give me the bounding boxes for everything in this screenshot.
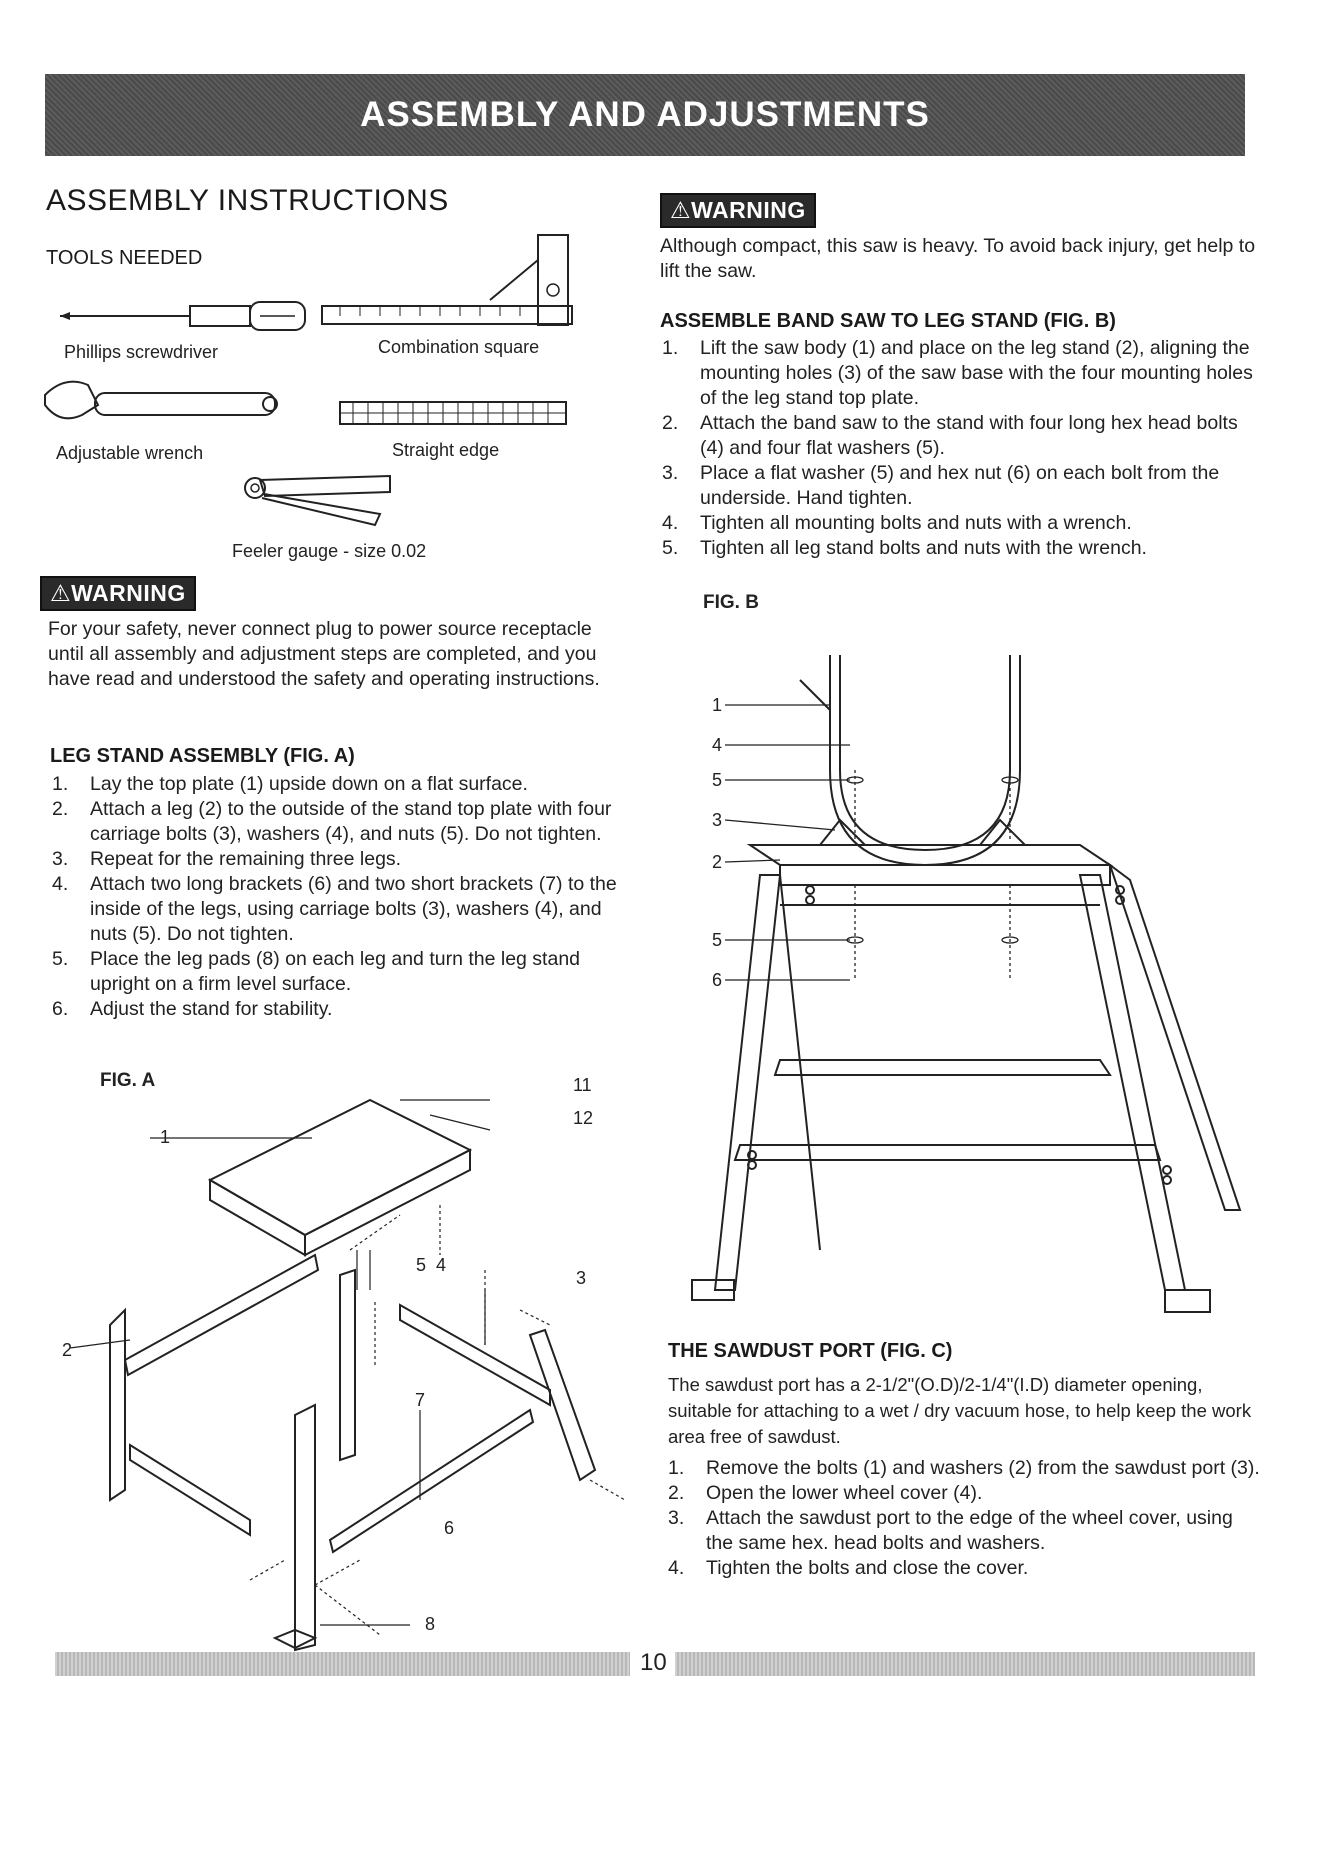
fig-a-callout-2: 2 (62, 1340, 73, 1360)
sawdust-steps: 1.Remove the bolts (1) and washers (2) f… (664, 1456, 1264, 1581)
leg-stand-heading: LEG STAND ASSEMBLY (FIG. A) (50, 745, 355, 767)
tool-label-combination-square: Combination square (378, 337, 540, 357)
list-item: 3.Place a flat washer (5) and hex nut (6… (662, 462, 1220, 509)
fig-a-diagram (69, 1098, 626, 1652)
tool-label-straight-edge: Straight edge (392, 440, 500, 460)
wrench-icon (44, 380, 278, 420)
page-banner: ASSEMBLY AND ADJUSTMENTS (45, 74, 1245, 156)
list-item: 2.Attach the band saw to the stand with … (662, 412, 1238, 459)
fig-a-callout-1: 1 (160, 1127, 171, 1147)
list-item: 2.Open the lower wheel cover (4). (668, 1482, 983, 1504)
fig-b-callout-5: 5 (712, 770, 723, 790)
list-item: 6.Adjust the stand for stability. (52, 998, 333, 1020)
footer-bar-right (675, 1652, 1255, 1676)
warning-text-right: Although compact, this saw is heavy. To … (660, 235, 1256, 282)
page-number: 10 (640, 1649, 667, 1676)
list-item: 2.Attach a leg (2) to the outside of the… (52, 798, 612, 845)
fig-a-callout-12: 12 (573, 1108, 594, 1128)
fig-b-callout-3: 3 (712, 810, 723, 830)
screwdriver-icon (60, 301, 306, 331)
fig-b-callout-1: 1 (712, 695, 723, 715)
warning-badge-right: ⚠WARNING (660, 193, 816, 228)
combination-square-icon (321, 234, 573, 326)
fig-b-diagram (691, 655, 1242, 1313)
fig-a-callout-4: 4 (436, 1255, 447, 1275)
list-item: 3.Repeat for the remaining three legs. (52, 848, 402, 870)
band-saw-heading: ASSEMBLE BAND SAW TO LEG STAND (FIG. B) (660, 310, 1116, 332)
list-item: 1.Lift the saw body (1) and place on the… (662, 337, 1253, 409)
list-item: 3.Attach the sawdust port to the edge of… (668, 1507, 1233, 1554)
ruler-icon (339, 401, 567, 425)
sawdust-heading: THE SAWDUST PORT (FIG. C) (668, 1340, 953, 1362)
tool-label-screwdriver: Phillips screwdriver (64, 342, 219, 362)
fig-a-callout-5: 5 (416, 1255, 427, 1275)
list-item: 1.Lay the top plate (1) upside down on a… (52, 773, 528, 795)
feeler-gauge-icon (244, 474, 391, 527)
list-item: 4.Tighten the bolts and close the cover. (668, 1557, 1029, 1579)
list-item: 5.Place the leg pads (8) on each leg and… (52, 948, 581, 995)
fig-a-callout-7: 7 (415, 1390, 426, 1410)
list-item: 1.Remove the bolts (1) and washers (2) f… (668, 1457, 1260, 1479)
fig-a-callout-8: 8 (425, 1614, 436, 1634)
list-item: 4.Attach two long brackets (6) and two s… (52, 873, 617, 945)
fig-b-callout-4: 4 (712, 735, 723, 755)
fig-a-callout-11: 11 (573, 1075, 592, 1095)
sawdust-intro: The sawdust port has a 2-1/2"(O.D)/2-1/4… (668, 1374, 1252, 1447)
section-title: ASSEMBLY INSTRUCTIONS (46, 184, 449, 217)
fig-b-label: FIG. B (703, 592, 759, 613)
list-item: 5.Tighten all leg stand bolts and nuts w… (662, 537, 1147, 559)
fig-b-callout-6: 6 (712, 970, 723, 990)
band-saw-steps: 1.Lift the saw body (1) and place on the… (658, 336, 1258, 561)
warning-badge: ⚠WARNING (40, 576, 196, 611)
fig-b-callout-5b: 5 (712, 930, 723, 950)
footer-bar-left (55, 1652, 630, 1676)
banner-title: ASSEMBLY AND ADJUSTMENTS (360, 95, 930, 134)
list-item: 4.Tighten all mounting bolts and nuts wi… (662, 512, 1132, 534)
warning-text: For your safety, never connect plug to p… (48, 618, 600, 690)
tool-label-wrench: Adjustable wrench (56, 443, 204, 463)
fig-b-callout-2: 2 (712, 852, 723, 872)
fig-a-label: FIG. A (100, 1070, 156, 1091)
leg-stand-steps: 1.Lay the top plate (1) upside down on a… (48, 772, 638, 1022)
fig-a-callout-3: 3 (576, 1268, 587, 1288)
fig-a-callout-6: 6 (444, 1518, 455, 1538)
tool-label-feeler-gauge: Feeler gauge - size 0.02 (232, 541, 427, 561)
tools-heading: TOOLS NEEDED (46, 247, 203, 269)
